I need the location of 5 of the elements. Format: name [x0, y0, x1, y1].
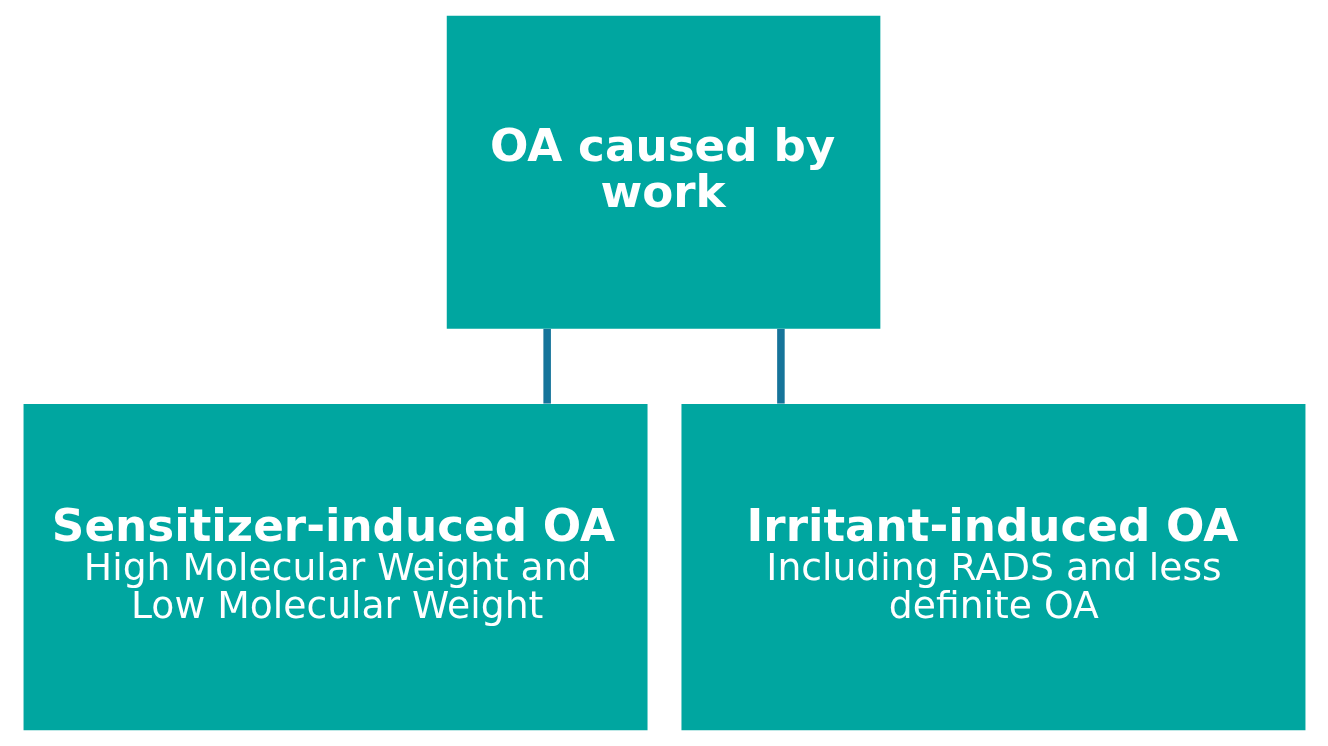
node-box: Sensitizer-induced OA High Molecular Weight and Low Molecular Weight	[23, 404, 648, 731]
node-box: OA caused by work	[446, 15, 880, 329]
connector	[776, 328, 785, 404]
node-box: Irritant-induced OA Including RADS and less definite OA	[680, 404, 1305, 731]
connector	[542, 328, 551, 404]
